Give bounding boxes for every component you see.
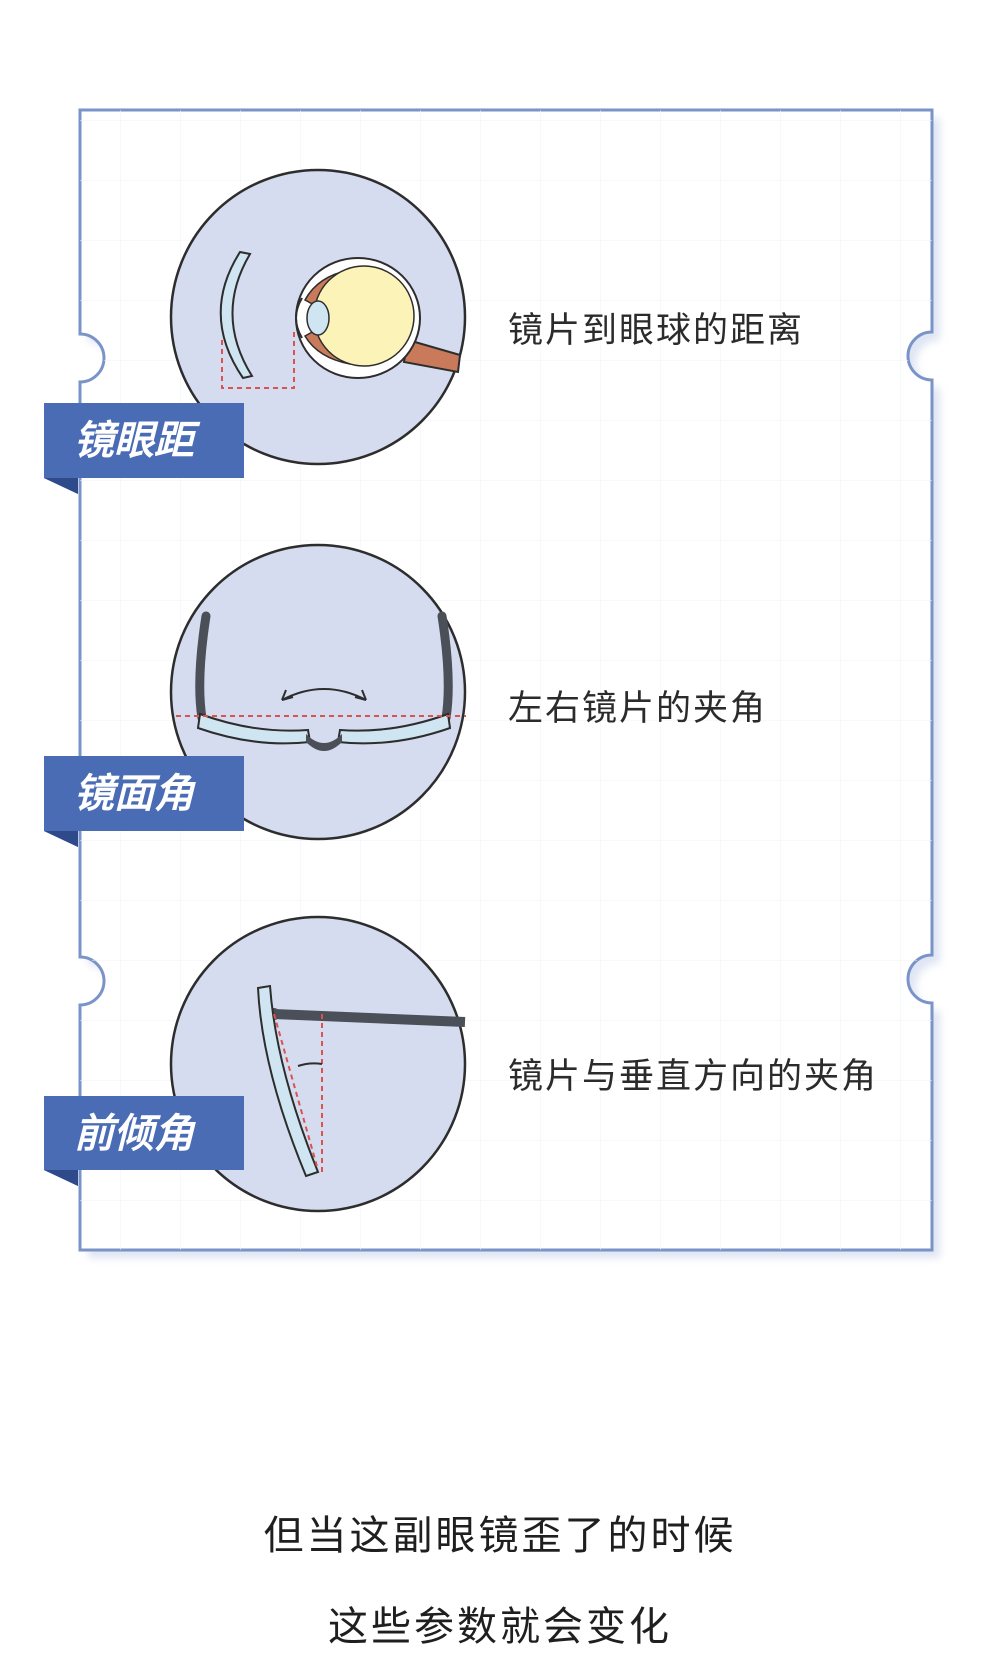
tag-label: 镜眼距 bbox=[74, 418, 201, 464]
tag-ribbon: 前倾角 bbox=[44, 1096, 244, 1186]
pantoscopic-tilt-icon bbox=[169, 915, 467, 1213]
frame-wrap-angle-icon bbox=[169, 543, 467, 841]
description-text: 镜片到眼球的距离 bbox=[508, 311, 805, 351]
footer-line-1: 但当这副眼镜歪了的时候 bbox=[263, 1513, 737, 1559]
tag-ribbon: 镜眼距 bbox=[44, 403, 244, 494]
tag-label: 镜面角 bbox=[74, 771, 196, 817]
tag-ribbon: 镜面角 bbox=[44, 756, 244, 847]
footer-line-2: 这些参数就会变化 bbox=[328, 1604, 672, 1650]
eye-lens-distance-icon bbox=[169, 168, 467, 466]
tag-label: 前倾角 bbox=[74, 1111, 196, 1157]
description-text: 镜片与垂直方向的夹角 bbox=[508, 1057, 879, 1097]
description-text: 左右镜片的夹角 bbox=[508, 689, 768, 729]
